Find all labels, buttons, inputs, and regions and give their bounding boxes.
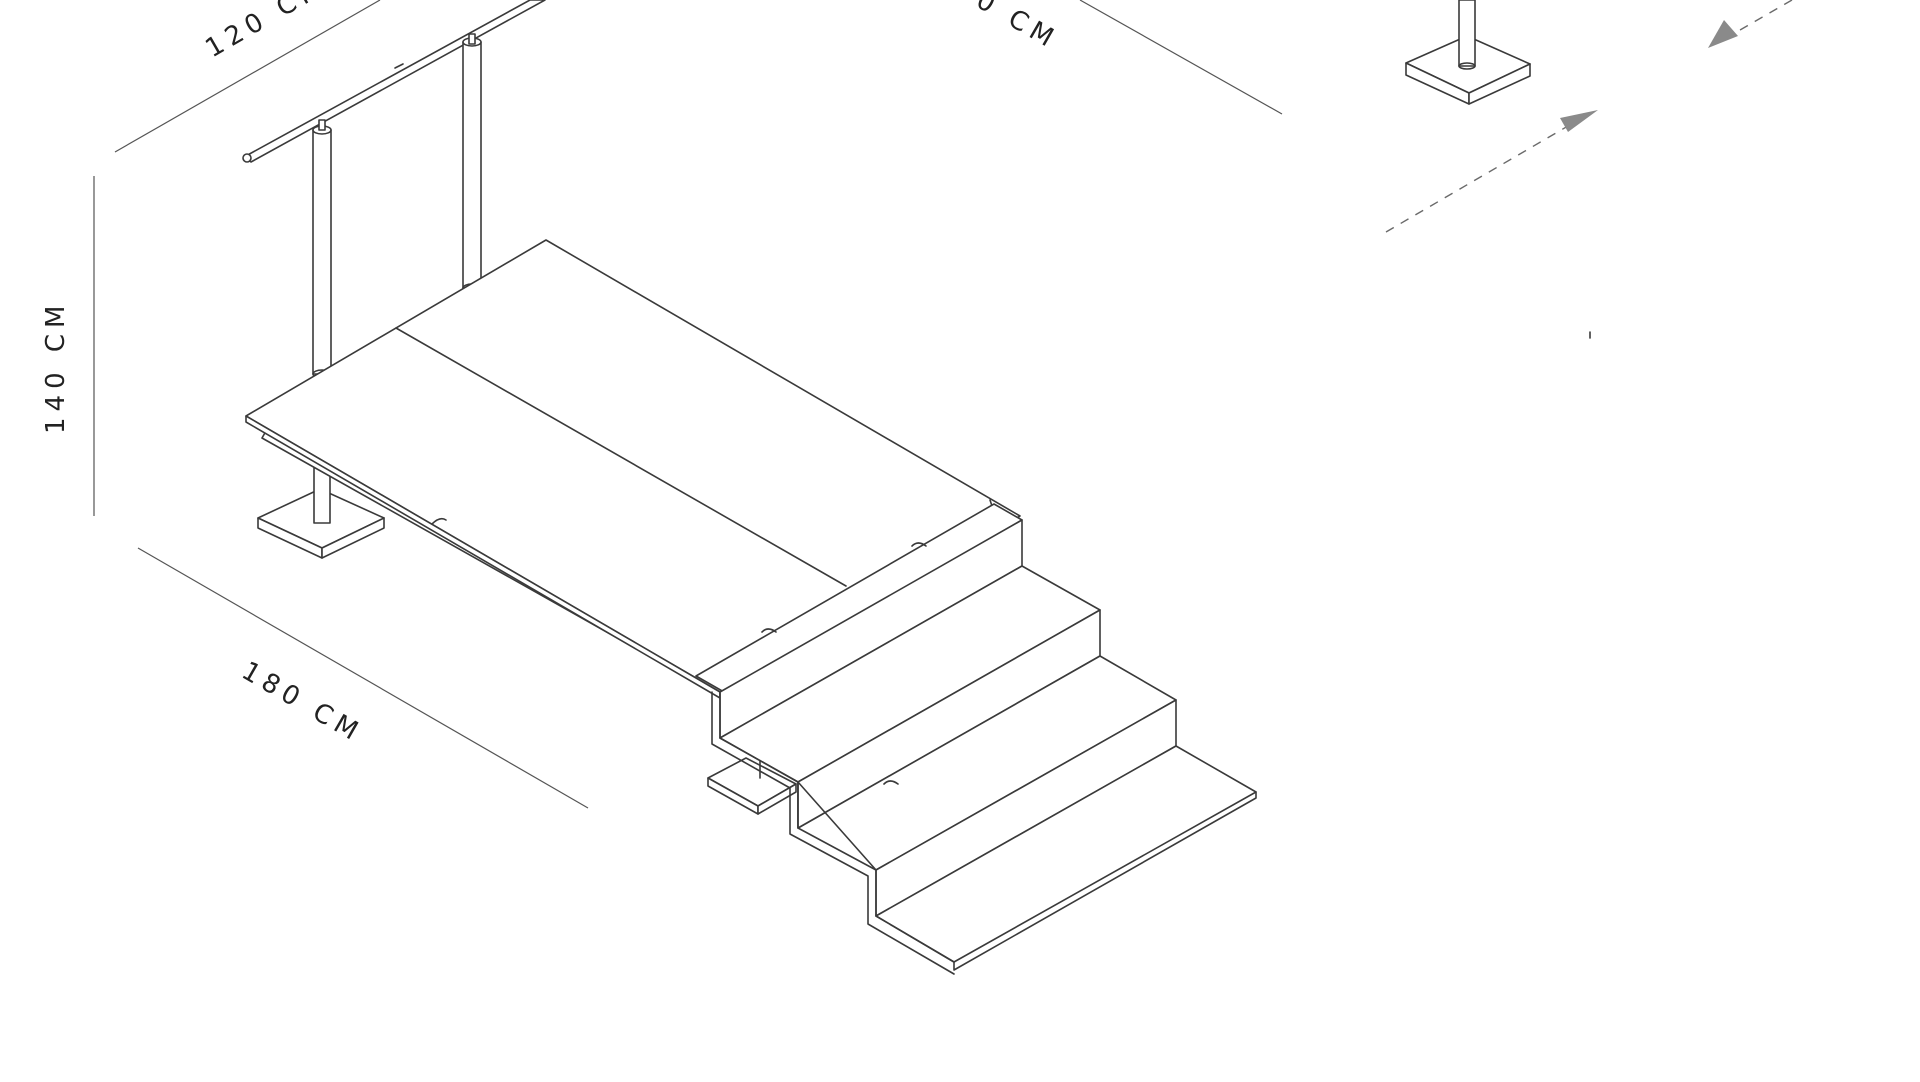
movement-arrow — [1385, 110, 1598, 233]
length-dimension-line — [137, 547, 589, 809]
width-label: 120 CM — [201, 0, 332, 64]
support-foot — [1405, 0, 1531, 105]
depth-dimension-line — [1079, 0, 1283, 115]
movement-arrow — [1708, 0, 1793, 48]
height-label: 140 CM — [41, 300, 71, 434]
width-dimension-line — [114, 0, 381, 153]
stair-flight — [695, 503, 1257, 975]
support-foot — [257, 467, 385, 559]
depth-label: 00 CM — [952, 0, 1064, 56]
support-foot — [707, 757, 797, 815]
handrail-post — [462, 33, 482, 293]
handrail-post — [312, 119, 332, 379]
handrail — [242, 0, 546, 163]
platform-deck — [245, 239, 1021, 699]
